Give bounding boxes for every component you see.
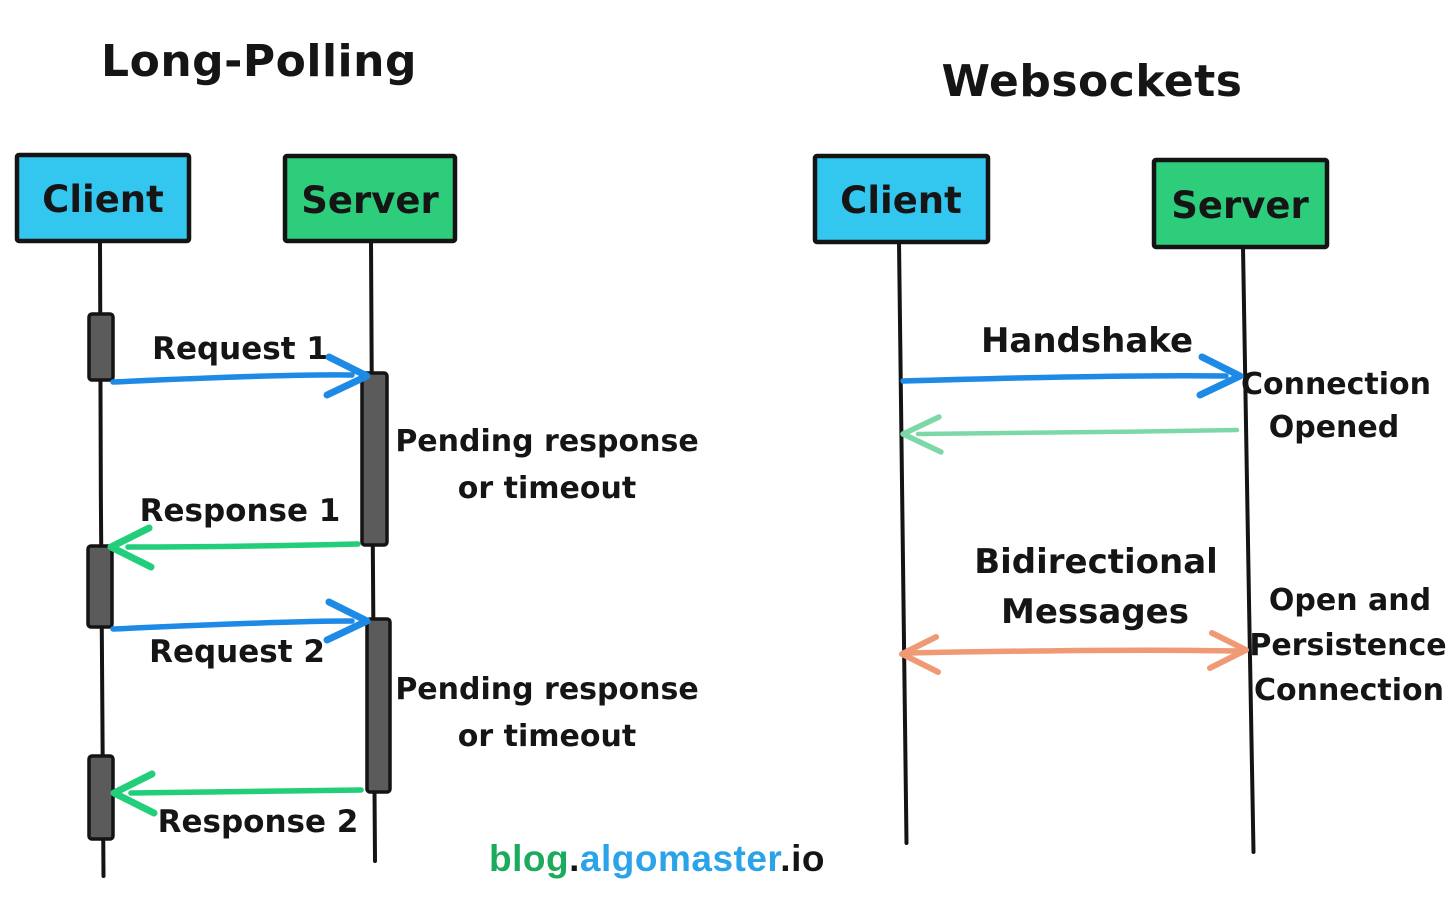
handshake-ack-arrow-shaft <box>915 427 1240 437</box>
bidirectional-arrowhead-right <box>1207 630 1249 671</box>
pending-note-1-line-1: Pending response <box>395 424 698 459</box>
footer-segment-blog: blog <box>489 838 569 879</box>
ws-server-lifeline <box>1241 245 1256 854</box>
long-polling-diagram: Long-Polling Client Server Request 1 Res… <box>14 36 699 878</box>
pending-note-1-line-2: or timeout <box>458 471 636 506</box>
connection-opened-note-line-2: Opened <box>1269 410 1400 445</box>
footer-segment-dot-1: . <box>569 838 580 879</box>
response-2-arrowhead <box>110 770 158 817</box>
lp-client-activation-2 <box>86 544 114 629</box>
bidirectional-arrow-shaft <box>907 647 1241 656</box>
ws-client-lifeline <box>897 240 909 845</box>
request-1-arrowhead <box>323 353 371 399</box>
request-1-label: Request 1 <box>152 331 328 367</box>
footer-segment-io: io <box>791 838 825 879</box>
pending-note-2-line-1: Pending response <box>395 672 698 707</box>
handshake-arrow-shaft <box>900 373 1229 384</box>
long-polling-title: Long-Polling <box>101 36 417 87</box>
lp-client-activation-3 <box>87 754 115 841</box>
websockets-title: Websockets <box>942 56 1243 107</box>
footer-text: blog.algomaster.io <box>489 838 825 879</box>
response-1-arrow-shaft <box>125 541 361 550</box>
footer-segment-algomaster: algomaster <box>580 838 782 879</box>
response-2-arrow-shaft <box>128 787 364 796</box>
pending-note-2-line-2: or timeout <box>458 719 636 754</box>
lp-client-box <box>14 152 192 244</box>
request-1-arrow-shaft <box>110 372 355 385</box>
lp-client-box-label: Client <box>42 178 164 221</box>
request-2-arrowhead <box>323 598 371 644</box>
response-2-label: Response 2 <box>158 804 359 840</box>
open-persistence-note-line-2: Persistence <box>1249 628 1446 663</box>
open-persistence-note-line-1: Open and <box>1269 583 1431 618</box>
lp-server-activation-1 <box>360 371 389 547</box>
handshake-arrowhead <box>1196 353 1244 399</box>
request-2-label: Request 2 <box>149 634 325 670</box>
bidirectional-label-line-2: Messages <box>1001 592 1189 632</box>
handshake-ack-arrowhead <box>900 414 944 455</box>
websockets-diagram: Websockets Client Server Handshake Conne… <box>812 56 1447 854</box>
ws-client-box-label: Client <box>840 179 962 222</box>
handshake-label: Handshake <box>981 321 1193 361</box>
footer-segment-dot-2: . <box>780 838 791 879</box>
lp-server-activation-2 <box>365 617 392 794</box>
bidirectional-arrowhead-left <box>899 634 941 675</box>
bidirectional-label-line-1: Bidirectional <box>974 542 1218 582</box>
ws-client-box <box>812 153 991 245</box>
response-1-label: Response 1 <box>140 493 341 529</box>
open-persistence-note-line-3: Connection <box>1254 673 1444 708</box>
lp-client-activation-1 <box>87 312 115 382</box>
lp-server-box <box>282 153 458 244</box>
ws-server-box-label: Server <box>1171 184 1309 227</box>
request-2-arrow-shaft <box>110 618 355 632</box>
ws-server-box <box>1151 157 1330 250</box>
lp-server-box-label: Server <box>301 179 439 222</box>
response-1-arrowhead <box>107 524 155 571</box>
connection-opened-note-line-1: Connection <box>1241 367 1431 402</box>
